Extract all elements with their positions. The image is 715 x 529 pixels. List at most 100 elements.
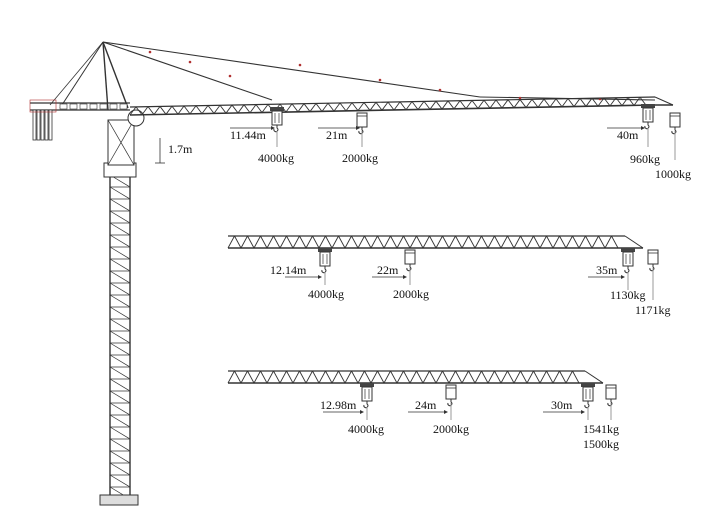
jib-lacing — [559, 235, 567, 249]
jib-lacing — [483, 99, 491, 109]
jib-lacing — [565, 235, 573, 249]
radius-arrow — [323, 410, 364, 414]
jib-lacing — [309, 103, 317, 112]
hook-block-icon — [669, 112, 681, 128]
jib-lacing — [387, 101, 395, 111]
jib-lacing — [207, 105, 215, 114]
trolley-icon — [641, 104, 655, 108]
jib-lacing — [474, 370, 482, 384]
jib-lacing — [338, 235, 346, 249]
load-label-alt: 1500kg — [583, 437, 619, 451]
jib-35m — [227, 235, 644, 249]
jib-lacing — [312, 370, 320, 384]
jib-lacing — [567, 98, 575, 107]
jib-lacing — [291, 103, 299, 113]
load-label: 1130kg — [610, 288, 646, 302]
radius-arrow — [408, 410, 448, 414]
arrow-head-icon — [444, 410, 448, 414]
mast-diagonal — [109, 294, 131, 308]
counter-jib-panel — [69, 103, 78, 110]
jib-lacing — [468, 235, 476, 249]
jib-lacing — [500, 370, 508, 384]
jib-lacing — [611, 235, 619, 249]
tower-head — [102, 41, 129, 109]
hook-icon — [321, 266, 327, 274]
jib-lacing — [423, 101, 431, 110]
jib-lacing — [299, 370, 307, 384]
jib-lacing — [135, 106, 143, 116]
hook-icon — [273, 125, 279, 133]
counterweight — [32, 109, 37, 141]
counterweight — [40, 109, 45, 141]
counterweight — [36, 109, 41, 141]
jib-lacing — [253, 235, 261, 249]
jib-lacing — [345, 102, 353, 112]
mast-diagonal — [109, 186, 131, 200]
jib-lacing — [377, 235, 385, 249]
mast-diagonal — [109, 402, 131, 416]
jib-lacing — [531, 99, 539, 108]
arrow-head-icon — [318, 275, 322, 279]
cab-icon — [127, 109, 145, 127]
jib-lacing — [405, 101, 413, 111]
jib-lacing — [455, 235, 463, 249]
jib-lacing — [507, 370, 515, 384]
jib-lacing — [390, 370, 398, 384]
jib-lacing — [225, 104, 233, 114]
jib-lacing — [543, 98, 551, 108]
jib-lacing — [546, 370, 554, 384]
jib-lacing — [165, 105, 173, 115]
radius-label: 35m — [596, 263, 618, 277]
counter-tie — [59, 41, 104, 109]
mast-diagonal — [109, 354, 131, 368]
mast-diagonal — [109, 222, 131, 236]
jib-lacing — [195, 105, 203, 114]
jib-lacing — [381, 101, 389, 111]
mast-diagonal — [109, 462, 131, 476]
jib-lacing — [639, 97, 647, 106]
jib-lacing — [318, 235, 326, 249]
jib-lacing — [627, 97, 635, 106]
arrow-head-icon — [403, 275, 407, 279]
jib-lacing — [370, 235, 378, 249]
jib-lacing — [552, 370, 560, 384]
jib-lacing — [383, 235, 391, 249]
jib-lacing — [448, 370, 456, 384]
tie-pin — [438, 88, 442, 92]
jib-lacing — [494, 235, 502, 249]
jib-lacing — [417, 101, 425, 110]
mast-diagonal — [109, 474, 131, 488]
trolley-35m — [621, 248, 635, 274]
radius-label: 12.14m — [270, 263, 307, 277]
arrow-head-icon — [641, 126, 645, 130]
jib-lacing — [561, 98, 569, 108]
jib-lacing — [237, 104, 245, 114]
jib-lacing — [363, 102, 371, 111]
jib-lacing — [396, 370, 404, 384]
jib-lacing — [357, 370, 365, 384]
mast-diagonal — [109, 270, 131, 284]
jib-lacing — [585, 235, 593, 249]
jib-lacing — [429, 235, 437, 249]
load-label: 1541kg — [583, 422, 619, 436]
jib-lacing — [285, 103, 293, 113]
jib-lacing — [539, 235, 547, 249]
counter-jib-panel — [79, 103, 88, 110]
jib-lacing — [331, 235, 339, 249]
jib-lacing — [465, 100, 473, 109]
jib-lacing — [279, 370, 287, 384]
jib-tie-rod — [102, 41, 273, 101]
load-label: 960kg — [630, 152, 660, 166]
jib-lacing — [403, 235, 411, 249]
jib-lacing — [344, 235, 352, 249]
jib-lacing — [213, 105, 221, 114]
load-label: 4000kg — [308, 287, 344, 301]
trolley-12-98m — [360, 383, 374, 409]
radius-arrow — [543, 410, 585, 414]
jib-lacing — [266, 370, 274, 384]
jib-lacing — [351, 235, 359, 249]
hook-icon — [584, 401, 590, 409]
load-label: 4000kg — [258, 151, 294, 165]
tower-head — [102, 41, 109, 111]
